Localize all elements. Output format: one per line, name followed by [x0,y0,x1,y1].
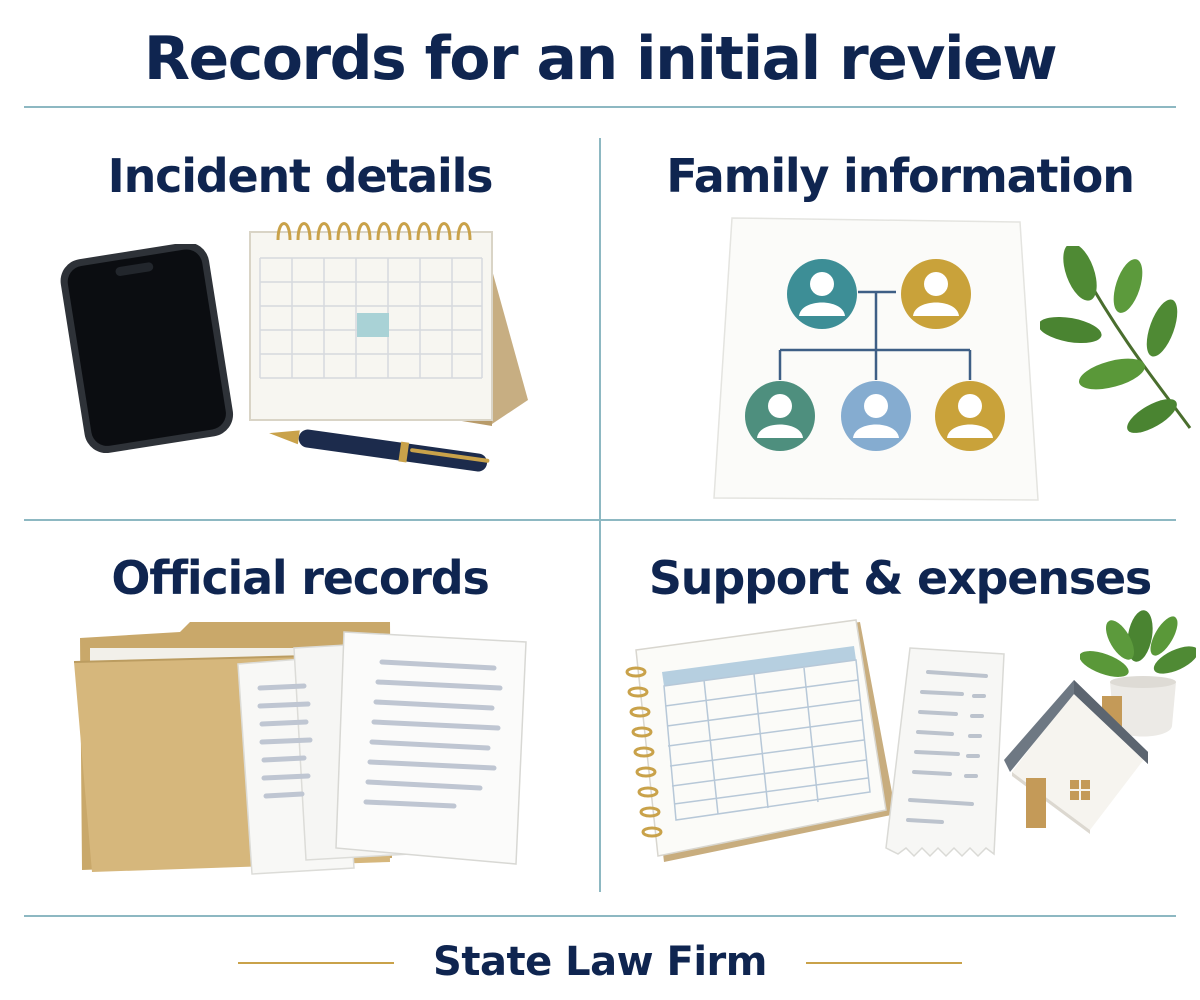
smartphone-icon [60,244,234,454]
potted-plant-icon [1080,610,1196,737]
house-icon [1004,680,1148,834]
desk-calendar-icon [249,222,528,426]
family-tree-icon [713,217,1039,501]
document-stack-icon [237,631,527,875]
vertical-divider [599,138,601,892]
highlighted-date [357,313,389,337]
house-window [1070,780,1090,800]
section-heading-support-expenses: Support & expenses [648,551,1152,605]
page-title: Records for an initial review [143,24,1058,94]
receipt-icon [885,647,1005,858]
footer-rule-right [806,962,962,964]
person-avatar [901,259,971,329]
plant-leaf-icon [1040,246,1192,433]
person-avatar [841,381,911,451]
person-avatar [935,381,1005,451]
footer-brand: State Law Firm [433,939,767,985]
section-heading-incident-details: Incident details [107,149,494,203]
person-avatar [745,381,815,451]
calendar-spiral [276,222,472,241]
title-divider [24,106,1176,108]
bottom-divider [24,915,1176,917]
pen-icon [269,429,490,472]
person-avatar [787,259,857,329]
ledger-notebook-icon [625,619,896,862]
notebook-spiral [625,666,663,838]
section-heading-official-records: Official records [111,551,490,605]
footer-rule-left [238,962,394,964]
middle-divider [24,519,1176,521]
section-heading-family-information: Family information [666,149,1135,203]
